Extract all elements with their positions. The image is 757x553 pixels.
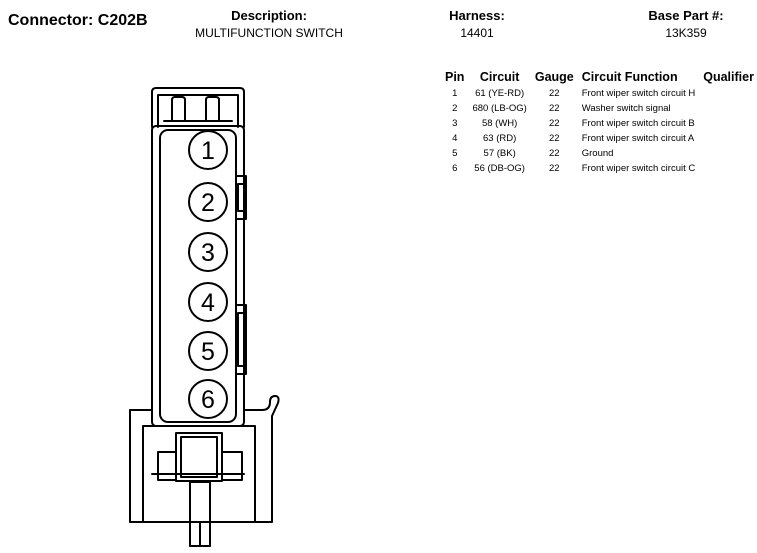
pin-cavity-4: 4	[188, 282, 228, 322]
column-header-qualifier: Qualifier	[703, 70, 754, 84]
cell-pin: 5	[452, 148, 458, 159]
pin-label-6: 6	[201, 386, 215, 414]
pin-cavity-1: 1	[188, 130, 228, 170]
column-header-circuit: Circuit	[479, 70, 520, 84]
table-row: 1 61 (YE-RD) 22 Front wiper switch circu…	[441, 86, 757, 101]
cell-function: Front wiper switch circuit C	[581, 163, 696, 174]
pin-label-1: 1	[201, 137, 215, 165]
column-header-pin: Pin	[445, 70, 465, 84]
cell-function: Ground	[581, 148, 614, 159]
pin-label-2: 2	[201, 189, 215, 217]
table-row: 4 63 (RD) 22 Front wiper switch circuit …	[441, 131, 757, 146]
description-block: Description: MULTIFUNCTION SWITCH	[188, 8, 350, 40]
pin-cavity-6: 6	[188, 379, 228, 419]
description-label: Description:	[231, 8, 307, 23]
harness-label: Harness:	[449, 8, 505, 23]
pin-table: Pin Circuit Gauge Circuit Function Quali…	[441, 70, 757, 176]
cell-gauge: 22	[549, 133, 560, 144]
connector-housing	[151, 125, 245, 427]
cell-circuit: 680 (LB-OG)	[472, 103, 527, 114]
table-row: 5 57 (BK) 22 Ground	[441, 146, 757, 161]
cell-pin: 3	[452, 118, 458, 129]
description-value: MULTIFUNCTION SWITCH	[195, 26, 343, 40]
cell-function: Front wiper switch circuit B	[581, 118, 695, 129]
base-part-block: Base Part #: 13K359	[640, 8, 732, 40]
column-header-circuit-function: Circuit Function	[581, 70, 678, 84]
cell-function: Washer switch signal	[581, 103, 671, 114]
pin-cavity-3: 3	[188, 232, 228, 272]
base-part-label: Base Part #:	[648, 8, 724, 23]
harness-block: Harness: 14401	[440, 8, 514, 40]
pin-label-5: 5	[201, 338, 215, 366]
cell-circuit: 61 (YE-RD)	[475, 88, 525, 99]
cell-gauge: 22	[549, 118, 560, 129]
cell-gauge: 22	[549, 148, 560, 159]
cell-circuit: 58 (WH)	[481, 118, 518, 129]
harness-value: 14401	[460, 26, 494, 40]
pin-cavity-2: 2	[188, 182, 228, 222]
connector-bottom-latch	[129, 395, 280, 547]
cell-gauge: 22	[549, 163, 560, 174]
cell-pin: 4	[452, 133, 458, 144]
column-header-gauge: Gauge	[534, 70, 574, 84]
pin-cavity-5: 5	[188, 331, 228, 371]
connector-top-latch	[151, 87, 245, 128]
table-row: 2 680 (LB-OG) 22 Washer switch signal	[441, 101, 757, 116]
connector-title: Connector: C202B	[8, 12, 148, 29]
cell-pin: 1	[452, 88, 458, 99]
cell-function: Front wiper switch circuit H	[581, 88, 696, 99]
cell-pin: 6	[452, 163, 458, 174]
cell-circuit: 57 (BK)	[483, 148, 516, 159]
cell-gauge: 22	[549, 88, 560, 99]
cell-circuit: 56 (DB-OG)	[474, 163, 525, 174]
pin-label-3: 3	[201, 239, 215, 267]
table-row: 6 56 (DB-OG) 22 Front wiper switch circu…	[441, 161, 757, 176]
cell-gauge: 22	[549, 103, 560, 114]
connector-side-tabs	[235, 175, 247, 375]
pin-label-4: 4	[201, 289, 215, 317]
base-part-value: 13K359	[665, 26, 707, 40]
cell-function: Front wiper switch circuit A	[581, 133, 695, 144]
pin-table-header: Pin Circuit Gauge Circuit Function Quali…	[441, 70, 757, 86]
cell-circuit: 63 (RD)	[483, 133, 517, 144]
table-row: 3 58 (WH) 22 Front wiper switch circuit …	[441, 116, 757, 131]
cell-pin: 2	[452, 103, 458, 114]
